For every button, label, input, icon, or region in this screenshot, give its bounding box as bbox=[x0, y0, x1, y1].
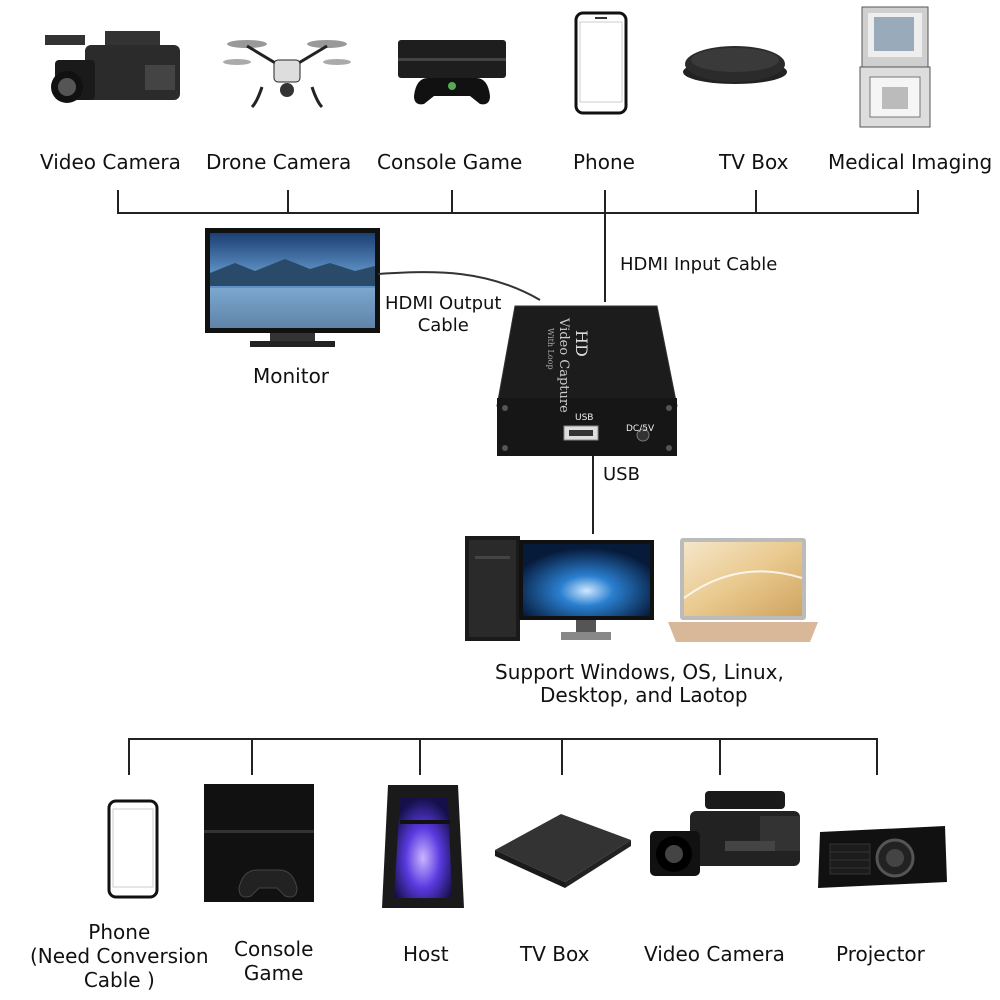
output-phone-line2: (Need Conversion bbox=[30, 944, 209, 968]
label-tv-box: TV Box bbox=[719, 150, 788, 174]
connector-line bbox=[561, 738, 563, 775]
hdmi-output-line1: HDMI Output bbox=[385, 293, 501, 315]
hdmi-input-label: HDMI Input Cable bbox=[620, 253, 777, 277]
output-bracket-line bbox=[128, 738, 878, 740]
monitor-icon bbox=[205, 228, 380, 353]
label-phone: Phone bbox=[573, 150, 635, 174]
label-video-camera: Video Camera bbox=[40, 150, 181, 174]
desktop-monitor-icon bbox=[519, 540, 654, 642]
game-console-icon bbox=[202, 782, 322, 907]
hdmi-input-line bbox=[604, 190, 606, 302]
computers-line1: Support Windows, OS, Linux, bbox=[495, 660, 784, 684]
output-console-line1: Console bbox=[234, 937, 313, 961]
connector-line bbox=[451, 190, 453, 213]
device-subtitle2: With Loop bbox=[538, 328, 562, 370]
label-drone-camera: Drone Camera bbox=[206, 150, 351, 174]
connector-line bbox=[117, 190, 119, 213]
tv-box-icon bbox=[485, 810, 637, 890]
computers-line2: Desktop, and Laotop bbox=[540, 683, 748, 707]
output-phone-line1: Phone bbox=[30, 920, 209, 944]
video-camera-icon bbox=[650, 786, 818, 894]
tv-box-icon bbox=[682, 42, 788, 87]
output-tv-box-label: TV Box bbox=[520, 942, 589, 966]
phone-icon bbox=[575, 12, 627, 114]
label-medical-imaging: Medical Imaging bbox=[828, 150, 992, 174]
projector-icon bbox=[815, 822, 950, 894]
monitor-label: Monitor bbox=[253, 364, 329, 388]
output-video-camera-label: Video Camera bbox=[644, 942, 785, 966]
desktop-tower-icon bbox=[465, 536, 520, 642]
connector-line bbox=[876, 738, 878, 775]
usb-port-label: USB bbox=[575, 412, 593, 424]
host-pc-icon bbox=[378, 780, 466, 912]
output-host-label: Host bbox=[403, 942, 449, 966]
label-console-game: Console Game bbox=[377, 150, 522, 174]
power-port-label: DC/5V bbox=[626, 423, 654, 435]
usb-label: USB bbox=[603, 463, 640, 487]
input-bracket-line bbox=[117, 212, 919, 214]
video-camera-icon bbox=[45, 25, 190, 120]
hdmi-output-line2: Cable bbox=[385, 315, 501, 337]
connector-line bbox=[128, 738, 130, 775]
usb-line bbox=[592, 456, 594, 534]
output-projector-label: Projector bbox=[836, 942, 925, 966]
phone-icon bbox=[108, 800, 158, 898]
game-console-icon bbox=[398, 40, 506, 110]
connector-line bbox=[719, 738, 721, 775]
output-phone-line3: Cable ) bbox=[30, 968, 209, 992]
connector-line bbox=[419, 738, 421, 775]
connector-line bbox=[287, 190, 289, 213]
connector-line bbox=[251, 738, 253, 775]
hdmi-output-label: HDMI Output Cable bbox=[385, 293, 501, 337]
drone-icon bbox=[222, 32, 352, 112]
laptop-icon bbox=[668, 538, 818, 644]
output-phone-label: Phone (Need Conversion Cable ) bbox=[30, 920, 209, 992]
medical-imaging-icon bbox=[860, 5, 930, 130]
connector-line bbox=[917, 190, 919, 213]
output-console-label: Console Game bbox=[234, 937, 313, 985]
output-console-line2: Game bbox=[234, 961, 313, 985]
connector-line bbox=[755, 190, 757, 213]
